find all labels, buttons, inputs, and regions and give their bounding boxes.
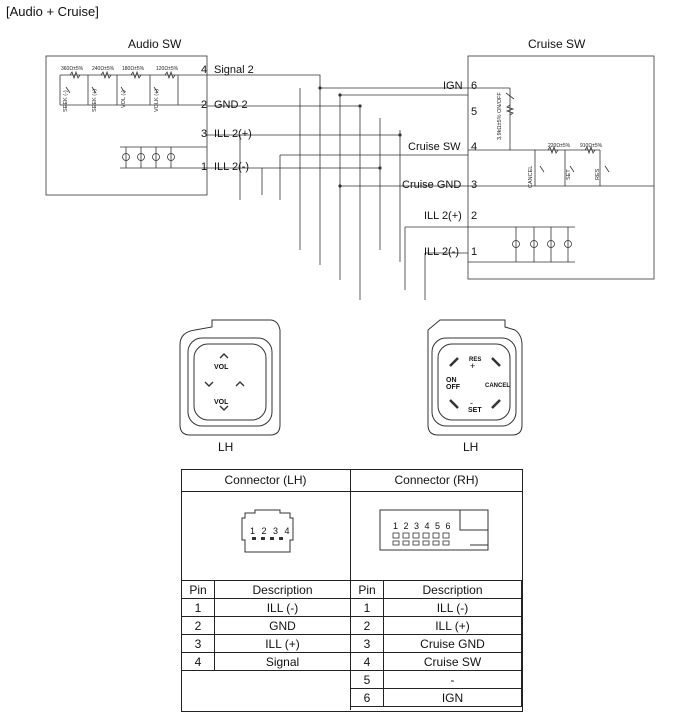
desc-cell: Cruise GND bbox=[383, 634, 522, 653]
desc-cell: Signal bbox=[214, 652, 351, 671]
pin-cell: 4 bbox=[181, 652, 215, 671]
res-label: RES bbox=[469, 357, 482, 363]
desc-cell: ILL (-) bbox=[214, 598, 351, 617]
plus-icon: + bbox=[470, 361, 476, 371]
cruise-pin-num: 1 bbox=[471, 246, 478, 258]
cruise-pin-num: 4 bbox=[471, 141, 478, 153]
cruise-pin-num: 2 bbox=[471, 210, 478, 222]
pin-cell: 2 bbox=[350, 616, 384, 635]
cruise-pin-num: 5 bbox=[471, 106, 478, 118]
onoff-label: ON OFF bbox=[446, 377, 460, 391]
audio-pin-num: 2 bbox=[201, 99, 208, 111]
rh-caption: LH bbox=[463, 440, 479, 454]
cruise-pin-num: 6 bbox=[471, 80, 478, 92]
desc-cell: ILL (+) bbox=[383, 616, 522, 635]
set-label: SET bbox=[468, 407, 482, 414]
resistor-label: 360Ω±5% bbox=[61, 66, 84, 72]
cruise-sw-title: Cruise SW bbox=[528, 37, 586, 51]
cruise-sw-box bbox=[467, 55, 655, 280]
col-desc-header: Description bbox=[214, 580, 351, 599]
resistor-label: 180Ω±5% bbox=[122, 66, 145, 72]
lh-caption: LH bbox=[218, 440, 234, 454]
desc-cell: Cruise SW bbox=[383, 652, 522, 671]
desc-cell: IGN bbox=[383, 688, 522, 707]
vol-up-label: VOL bbox=[214, 364, 229, 371]
pin-cell: 5 bbox=[350, 670, 384, 689]
audio-pin-num: 3 bbox=[201, 128, 208, 140]
cruise-pin-label: Cruise SW bbox=[408, 141, 461, 153]
resistor-label: 120Ω±5% bbox=[156, 66, 179, 72]
lh-panel-body bbox=[179, 319, 281, 436]
rh-connector-pins: 1 2 3 4 5 6 bbox=[393, 521, 453, 531]
pin-cell: 2 bbox=[181, 616, 215, 635]
col-pin-header: Pin bbox=[181, 580, 215, 599]
rh-panel-body bbox=[427, 319, 523, 436]
cruise-pin-label: IGN bbox=[443, 80, 463, 92]
desc-cell: ILL (-) bbox=[383, 598, 522, 617]
resistor-label: 910Ω±5% bbox=[580, 143, 603, 149]
pin-cell: 1 bbox=[350, 598, 384, 617]
desc-cell: - bbox=[383, 670, 522, 689]
minus-icon: - bbox=[470, 398, 473, 408]
lh-connector-shape bbox=[241, 509, 294, 553]
audio-pin-label: Signal 2 bbox=[214, 64, 254, 76]
pin-cell: 1 bbox=[181, 598, 215, 617]
pin-cell: 3 bbox=[350, 634, 384, 653]
connector-rh-header: Connector (RH) bbox=[394, 473, 479, 487]
table-rule bbox=[181, 491, 523, 492]
pin-cell: 3 bbox=[181, 634, 215, 653]
page-title: [Audio + Cruise] bbox=[6, 4, 99, 19]
audio-pin-label: ILL 2(-) bbox=[214, 161, 250, 173]
cruise-pin-label: ILL 2(-) bbox=[424, 246, 460, 258]
cancel-label: CANCEL bbox=[485, 383, 510, 389]
desc-cell: ILL (+) bbox=[214, 634, 351, 653]
audio-pin-num: 4 bbox=[201, 64, 208, 76]
cruise-pin-label: ILL 2(+) bbox=[424, 210, 462, 222]
audio-pin-num: 1 bbox=[201, 161, 208, 173]
audio-pin-label: GND 2 bbox=[214, 99, 248, 111]
cruise-pin-num: 3 bbox=[471, 179, 478, 191]
resistor-label: 240Ω±5% bbox=[92, 66, 115, 72]
col-pin-header: Pin bbox=[350, 580, 384, 599]
lh-connector-pins: 1 2 3 4 bbox=[250, 526, 292, 536]
connector-lh-header: Connector (LH) bbox=[224, 473, 307, 487]
desc-cell: GND bbox=[214, 616, 351, 635]
vol-down-label: VOL bbox=[214, 399, 229, 406]
audio-sw-box bbox=[45, 55, 208, 196]
table-row: 5- bbox=[350, 670, 522, 689]
cruise-pin-label: Cruise GND bbox=[402, 179, 462, 191]
audio-sw-title: Audio SW bbox=[128, 37, 182, 51]
audio-pin-label: ILL 2(+) bbox=[214, 128, 252, 140]
resistor-label: 220Ω±5% bbox=[548, 143, 571, 149]
col-desc-header: Description bbox=[383, 580, 522, 599]
pin-cell: 6 bbox=[350, 688, 384, 707]
pin-cell: 4 bbox=[350, 652, 384, 671]
